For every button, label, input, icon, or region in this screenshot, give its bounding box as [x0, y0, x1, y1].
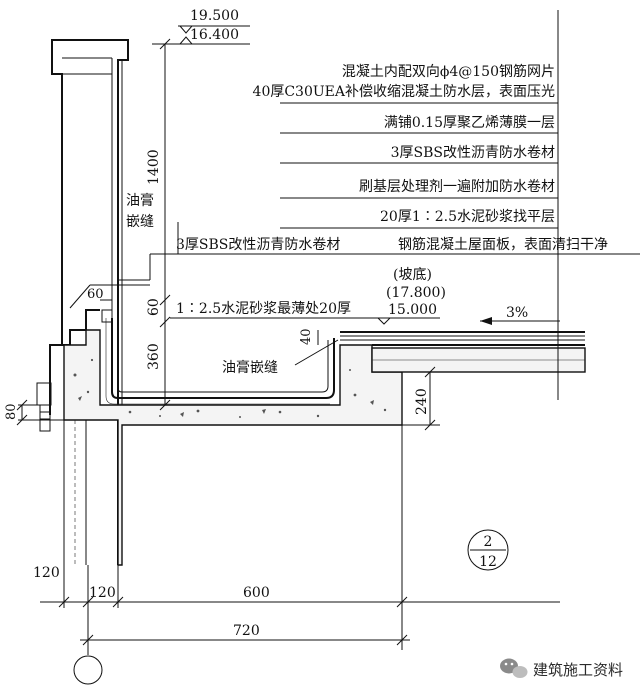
dim-360: 360: [146, 343, 162, 370]
elevation-texts: 19.500 16.400 (坡底) (17.800) 15.000: [190, 8, 446, 318]
watermark-text: 建筑施工资料: [533, 662, 623, 679]
dim-120-left: 120: [33, 565, 60, 581]
dimension-texts: 1400 60 360 60 40 240 80 120 120 600 720: [4, 149, 430, 639]
detail-tag: [467, 529, 509, 571]
gutter-elevation: 15.000: [388, 302, 437, 318]
layer-4: 刷基层处理剂一遍附加防水卷材: [359, 178, 555, 195]
slope-label: 3%: [506, 305, 528, 321]
drip-detail: [36, 382, 52, 432]
sealant-joint-top: [101, 309, 113, 323]
axis-bubble: [73, 655, 103, 685]
dim-720: 720: [233, 623, 260, 639]
sealant-vertical-2: 嵌缝: [126, 214, 154, 230]
layer-5: 20厚1∶2.5水泥砂浆找平层: [380, 209, 555, 225]
dim-60-horizontal: 60: [87, 287, 104, 302]
parapet-wall: [49, 39, 129, 565]
dim-240: 240: [414, 388, 430, 415]
layer-1: 40厚C30UEA补偿收缩混凝土防水层，表面压光: [253, 84, 555, 100]
dim-80: 80: [4, 403, 19, 420]
slope-arrow: [480, 317, 560, 325]
detail-labels: 油膏 嵌缝 3厚SBS改性沥青防水卷材 1∶2.5水泥砂浆最薄处20厚 油膏嵌缝…: [126, 192, 528, 376]
sealant-vertical-1: 油膏: [126, 192, 154, 209]
vertical-column: [63, 420, 87, 565]
layer-3: 3厚SBS改性沥青防水卷材: [391, 145, 555, 161]
layer-leaders: [69, 10, 640, 400]
elevation-second: 16.400: [190, 27, 239, 43]
layer-0: 混凝土内配双向ϕ4@150钢筋网片: [342, 63, 555, 80]
detail-sheet: 12: [479, 554, 497, 570]
dim-600: 600: [243, 585, 270, 601]
wechat-icon: [500, 658, 528, 678]
layer-6: 钢筋混凝土屋面板，表面清扫干净: [398, 236, 608, 253]
mortar-note: 1∶2.5水泥砂浆最薄处20厚: [176, 301, 351, 317]
layer-2: 满铺0.15厚聚乙烯薄膜一层: [384, 115, 555, 131]
dimension-lines: [16, 38, 560, 655]
concrete-specks: [73, 358, 387, 418]
dim-40: 40: [299, 328, 314, 345]
dim-1400: 1400: [146, 149, 162, 185]
watermark: 建筑施工资料: [500, 658, 623, 679]
gutter-slab: [63, 318, 403, 566]
slope-bottom-value: (17.800): [386, 285, 446, 301]
detail-number: 2: [484, 534, 493, 550]
sealant-gutter-label: 油膏嵌缝: [222, 359, 278, 376]
dim-120-mid: 120: [89, 585, 116, 601]
detail-tag-texts: 2 12: [479, 534, 497, 570]
layer-callouts: 混凝土内配双向ϕ4@150钢筋网片 40厚C30UEA补偿收缩混凝土防水层，表面…: [253, 63, 608, 253]
elevation-marks: [152, 25, 440, 325]
membrane-gutter-label: 3厚SBS改性沥青防水卷材: [176, 237, 340, 253]
dim-60-vertical: 60: [146, 298, 162, 316]
elevation-top: 19.500: [190, 8, 239, 24]
roof-slab: [340, 331, 586, 373]
slope-bottom-label: (坡底): [393, 267, 432, 283]
